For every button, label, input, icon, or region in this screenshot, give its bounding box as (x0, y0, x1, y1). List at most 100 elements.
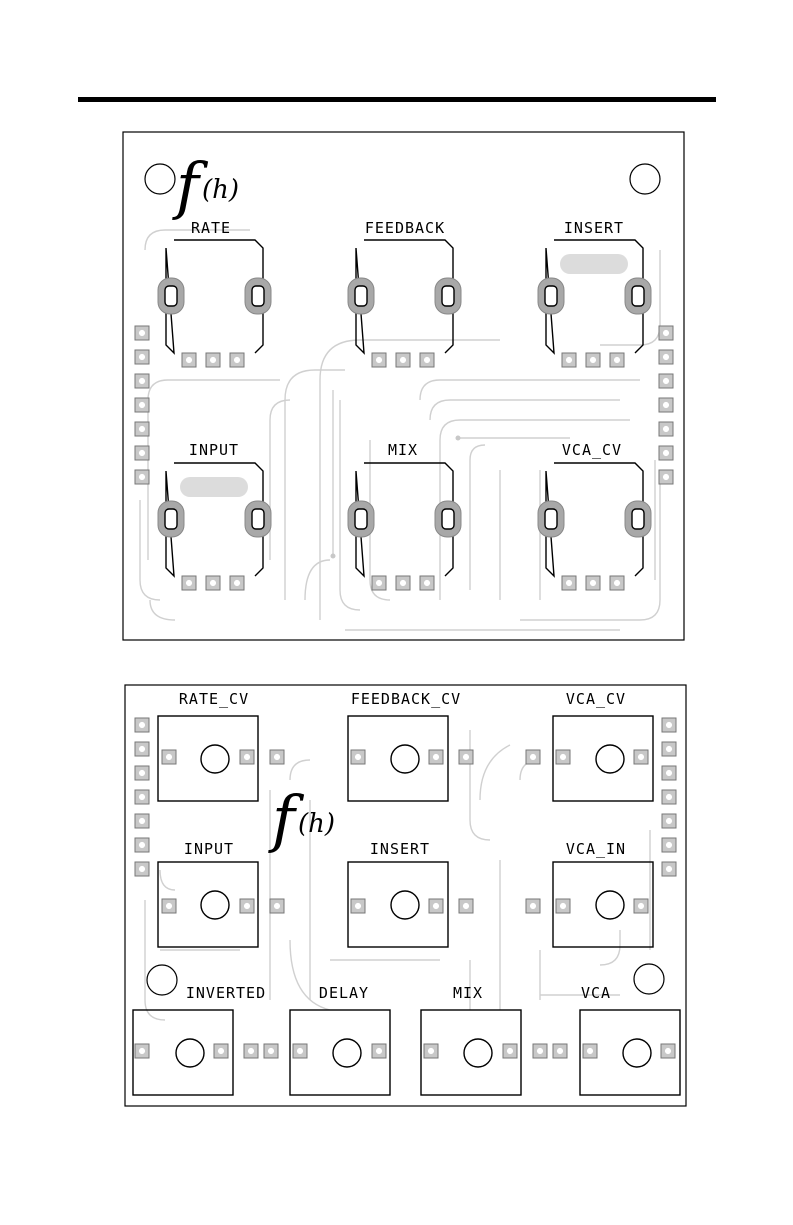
header-pin (135, 814, 149, 828)
jack-pin (533, 1044, 547, 1058)
jack-pin (214, 1044, 228, 1058)
header-pin (662, 862, 676, 876)
jack-pin (661, 1044, 675, 1058)
top-board-outline (123, 132, 684, 640)
pot-pin (562, 576, 576, 590)
jack-label: INPUT (184, 840, 234, 858)
pot-pin (182, 576, 196, 590)
pot-lug-pad (625, 501, 651, 537)
pot-lug-pad (625, 278, 651, 314)
jack-pin (429, 899, 443, 913)
jack-label: FEEDBACK_CV (351, 690, 461, 708)
header-pin (135, 326, 149, 340)
jack-pin (351, 899, 365, 913)
header-pin (135, 446, 149, 460)
jack-pin (424, 1044, 438, 1058)
pot-pin (206, 576, 220, 590)
header-pin (659, 422, 673, 436)
jack-pin (556, 899, 570, 913)
jack-hole (391, 745, 419, 773)
pot-lug-pad (348, 278, 374, 314)
jack-pin (634, 750, 648, 764)
jack-label: VCA (581, 984, 611, 1002)
jack-hole (596, 891, 624, 919)
header-pin (662, 718, 676, 732)
pot-label: MIX (388, 441, 418, 459)
pot-slot-pad (560, 254, 628, 274)
header-rule (78, 97, 716, 102)
logo-h: (h) (202, 175, 239, 205)
header-pin (659, 326, 673, 340)
pot-pin (610, 576, 624, 590)
pot-pin (420, 576, 434, 590)
pot-lug-pad (158, 278, 184, 314)
jack-pin (526, 750, 540, 764)
logo-h: (h) (298, 809, 335, 839)
jack-label: DELAY (319, 984, 369, 1002)
pot-lug-pad (245, 501, 271, 537)
pot-label: RATE (191, 219, 231, 237)
jack-hole (176, 1039, 204, 1067)
pot-pin (372, 353, 386, 367)
pot-pin (206, 353, 220, 367)
jack-pin (264, 1044, 278, 1058)
jack-pin (556, 750, 570, 764)
pot-pin (420, 353, 434, 367)
header-pin (135, 422, 149, 436)
pot-pin (230, 353, 244, 367)
jack-pin (162, 899, 176, 913)
jack-pin (503, 1044, 517, 1058)
header-pin (659, 398, 673, 412)
jack-label: INSERT (370, 840, 430, 858)
jack-hole (623, 1039, 651, 1067)
pot-pin (562, 353, 576, 367)
jack-pin (526, 899, 540, 913)
header-pins-left (135, 718, 149, 876)
header-pins-left (135, 326, 149, 484)
header-pin (659, 470, 673, 484)
jack-hole (391, 891, 419, 919)
jack-label: MIX (453, 984, 483, 1002)
header-pin (135, 470, 149, 484)
jack-pin (135, 1044, 149, 1058)
pot-pin (396, 353, 410, 367)
jack-label: INVERTED (186, 984, 266, 1002)
header-pin (135, 398, 149, 412)
jack-pin (351, 750, 365, 764)
jack-pin (459, 899, 473, 913)
jack-pin (240, 750, 254, 764)
jack-pin (583, 1044, 597, 1058)
pot-pin (372, 576, 386, 590)
header-pin (659, 350, 673, 364)
header-pin (135, 862, 149, 876)
header-pin (662, 838, 676, 852)
header-pins-right (659, 326, 673, 484)
pot-lug-pad (158, 501, 184, 537)
jack-label: VCA_IN (566, 840, 626, 858)
pot-slot-pad (180, 477, 248, 497)
jack-hole (464, 1039, 492, 1067)
pot-label: INSERT (564, 219, 624, 237)
header-pin (135, 742, 149, 756)
header-pin (662, 766, 676, 780)
mount-hole-top-right (630, 164, 660, 194)
pot-pin (182, 353, 196, 367)
jack-hole (201, 891, 229, 919)
jack-pin (240, 899, 254, 913)
jack-pin (553, 1044, 567, 1058)
header-pin (135, 350, 149, 364)
header-pins-right (662, 718, 676, 876)
mount-hole-bottom-right (634, 964, 664, 994)
jack-pin (293, 1044, 307, 1058)
mount-hole-bottom-left (147, 965, 177, 995)
pot-lug-pad (348, 501, 374, 537)
header-pin (662, 814, 676, 828)
pot-label: VCA_CV (562, 441, 622, 459)
jack-hole (596, 745, 624, 773)
pot-pin (230, 576, 244, 590)
header-pin (135, 766, 149, 780)
top-board: f (h) RATEFEEDBACKINSERTINPUTMIXVCA_CV (123, 132, 684, 640)
jack-pin (372, 1044, 386, 1058)
header-pin (135, 718, 149, 732)
pot-lug-pad (435, 278, 461, 314)
